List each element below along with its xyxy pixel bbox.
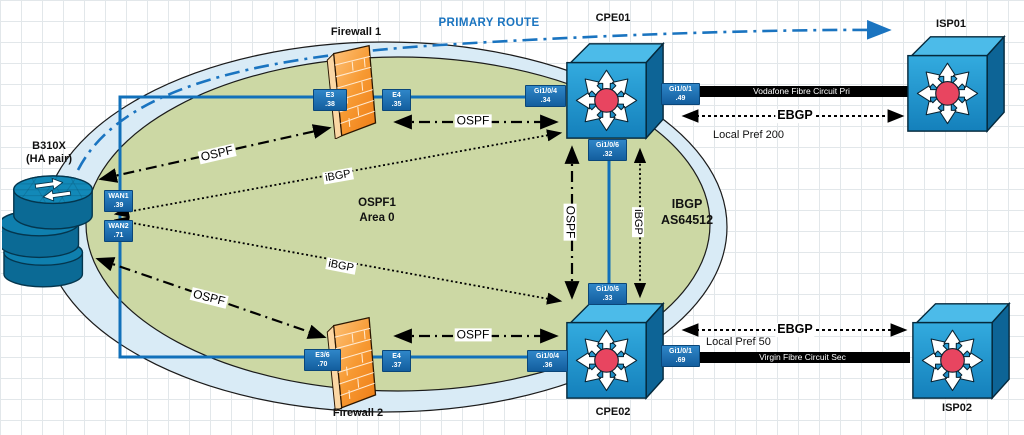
circuit-sec-label: Virgin Fibre Circuit Sec [759, 352, 846, 362]
interface-chip-fw2-e4: E4.37 [382, 350, 411, 373]
ospf-label-vertical: OSPF [563, 203, 578, 241]
interface-chip-fw1-e4: E4.35 [382, 89, 411, 112]
interface-chip-cpe02-gi106: Gi1/0/6.33 [588, 283, 627, 306]
interface-chip-fw2-e36: E3/6.70 [304, 349, 341, 372]
interface-chip-cpe02-gi101: Gi1/0/1.69 [661, 345, 700, 368]
local-pref-50-label: Local Pref 50 [706, 336, 771, 348]
isp01-switch-icon [907, 36, 1005, 132]
cpe01-label: CPE01 [595, 12, 631, 24]
ebgp-label-bottom: EBGP [775, 322, 815, 337]
local-pref-200-label: Local Pref 200 [713, 129, 784, 141]
firewall2-label: Firewall 2 [332, 407, 384, 419]
cpe02-switch-icon [566, 303, 664, 399]
cpe02-label: CPE02 [595, 406, 631, 418]
interface-chip-cpe01-gi101: Gi1/0/1.49 [661, 83, 700, 106]
ebgp-label-top: EBGP [775, 108, 815, 123]
primary-route-label: PRIMARY ROUTE [438, 17, 540, 29]
interface-chip-fw1-e3: E3.38 [313, 89, 347, 112]
isp02-label: ISP02 [942, 402, 972, 414]
interface-chip-cpe02-gi104: Gi1/0/4.36 [527, 350, 568, 373]
fibre-circuit-pri-bar [695, 86, 908, 97]
interface-chip-cpe01-gi104: Gi1/0/4.34 [525, 85, 566, 108]
b310x-router-stack-icon [0, 174, 92, 287]
fibre-circuit-sec-bar [695, 352, 910, 363]
ospf-label-top: OSPF [454, 113, 492, 128]
interface-chip-wan2: WAN2.71 [104, 220, 133, 243]
isp01-label: ISP01 [936, 18, 966, 30]
primary-route-curve [76, 19, 892, 171]
interface-chip-wan1: WAN1.39 [104, 190, 133, 213]
ibgp-label-vertical: iBGP [631, 207, 645, 237]
interface-chip-cpe01-gi106: Gi1/0/6.32 [588, 139, 627, 162]
ospf-label-bottom: OSPF [454, 327, 492, 342]
b310x-label: B310X(HA pair) [25, 140, 73, 165]
circuit-pri-label: Vodafone Fibre Circuit Pri [753, 86, 850, 96]
firewall1-label: Firewall 1 [330, 26, 382, 38]
cpe01-switch-icon [566, 43, 664, 139]
isp02-switch-icon [912, 303, 1010, 399]
